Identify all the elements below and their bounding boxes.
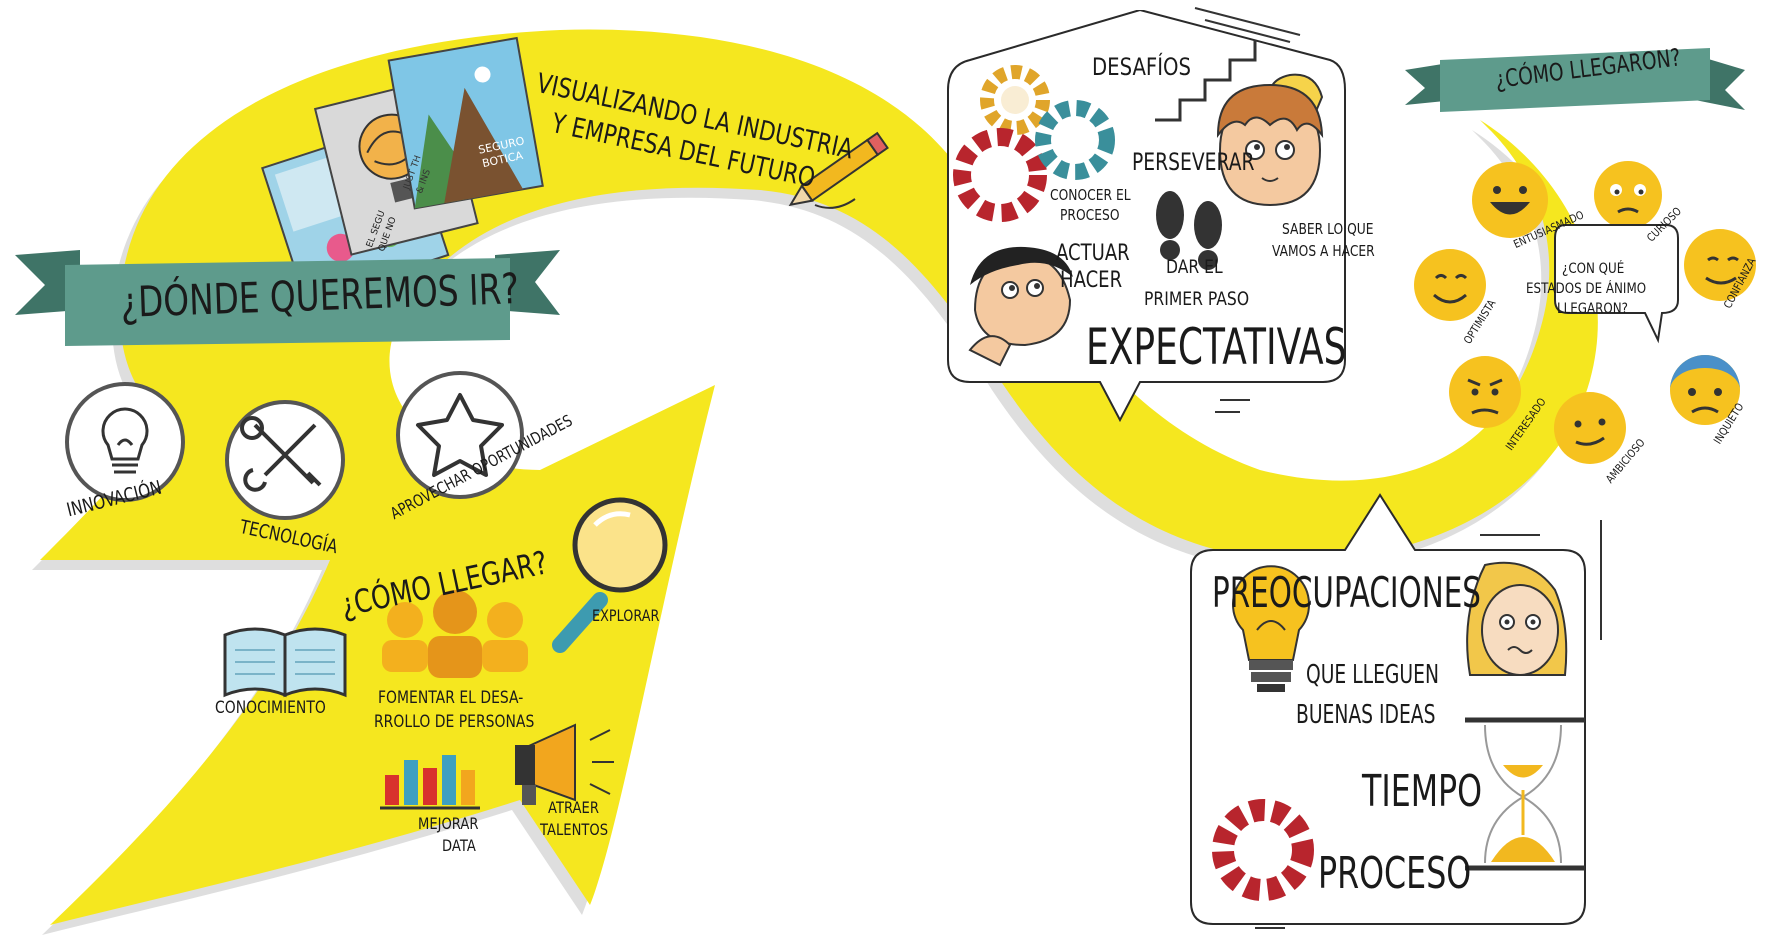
thinking-face-icon: [968, 246, 1073, 367]
label-mejorar-line-2: DATA: [442, 836, 476, 855]
megaphone-icon: [515, 723, 614, 805]
label-fomentar-line-2: RROLLO DE PERSONAS: [374, 712, 535, 732]
emoji-face-icon: [1684, 229, 1756, 301]
label-proceso: PROCESO: [1318, 848, 1472, 899]
footprints-icon: [1156, 191, 1222, 270]
label-atraer-line-2: TALENTOS: [540, 820, 609, 839]
label-ideas-line-1: QUE LLEGUEN: [1306, 660, 1439, 690]
moods-drawing: [1414, 161, 1756, 464]
book-icon: [223, 627, 347, 698]
label-conocer-line-2: PROCESO: [1060, 206, 1120, 224]
label-fomentar-line-1: FOMENTAR EL DESA-: [378, 688, 524, 708]
label-tiempo: TIEMPO: [1362, 766, 1483, 817]
label-mejorar-line-1: MEJORAR: [418, 814, 479, 833]
expectativas-title: EXPECTATIVAS: [1086, 318, 1347, 376]
emoji-face-icon: [1472, 162, 1548, 238]
preocupaciones-title: PREOCUPACIONES: [1212, 568, 1481, 617]
speech-bubble: [1554, 224, 1679, 344]
mood-question-line-2: ESTADOS DE ÁNIMO: [1526, 281, 1647, 297]
worried-face-icon: [1466, 561, 1568, 676]
pencil-icon: [788, 131, 889, 207]
label-explorar: EXPLORAR: [592, 606, 660, 625]
lightbulb-color-icon: [1232, 565, 1310, 692]
label-conocimiento: CONOCIMIENTO: [215, 698, 326, 718]
banner-right-ribbon: [1405, 48, 1745, 112]
label-desafios: DESAFÍOS: [1092, 53, 1192, 81]
label-atraer-line-1: ATRAER: [548, 798, 599, 817]
label-actuar: ACTUAR: [1056, 241, 1130, 266]
label-saber-line-2: VAMOS A HACER: [1272, 242, 1375, 260]
label-saber-line-1: SABER LO QUE: [1282, 220, 1374, 238]
hourglass-icon: [1465, 717, 1585, 871]
magnifier-icon: [552, 497, 668, 653]
label-dar-line-1: DAR EL: [1166, 256, 1223, 278]
label-dar-line-2: PRIMER PASO: [1144, 288, 1250, 310]
emoji-face-icon: [1414, 249, 1486, 321]
label-perseverar: PERSEVERAR: [1132, 148, 1255, 176]
emoji-face-icon: [1449, 356, 1521, 428]
label-hacer: HACER: [1060, 268, 1123, 293]
label-conocer-line-1: CONOCER EL: [1050, 186, 1131, 204]
wrench-screwdriver-icon: [240, 416, 322, 492]
preocupaciones-box-shape: [1190, 493, 1602, 925]
lightbulb-icon: [101, 407, 149, 474]
emoji-face-icon: [1670, 355, 1740, 425]
bar-chart-icon: [380, 755, 480, 810]
emoji-face-icon: [1594, 161, 1662, 229]
star-icon: [416, 393, 504, 477]
idea-face-icon: [1216, 73, 1324, 207]
stairs-icon: [1155, 40, 1257, 122]
emoji-face-icon: [1554, 392, 1626, 464]
people-icon: [382, 590, 528, 678]
mood-question-line-3: LLEGARON?: [1557, 301, 1629, 317]
label-ideas-line-2: BUENAS IDEAS: [1296, 700, 1436, 730]
magazines-illustration: [261, 36, 544, 303]
mood-question-line-1: ¿CON QUÉ: [1562, 261, 1625, 277]
expectativas-box-shape: [947, 10, 1346, 423]
banner-left-ribbon: [15, 250, 560, 346]
gear-icon: [953, 65, 1115, 222]
gear-icon: [1212, 799, 1314, 901]
